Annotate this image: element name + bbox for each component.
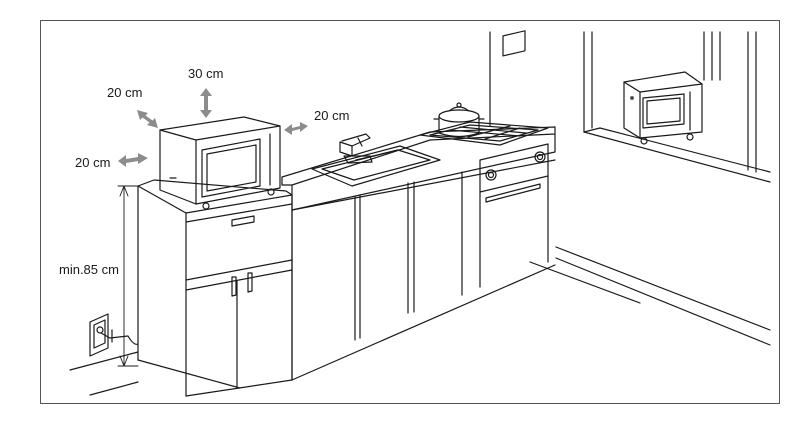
arrow-top-icon bbox=[200, 88, 212, 118]
diagram-frame bbox=[40, 20, 780, 404]
clearance-left-back-label: 20 cm bbox=[107, 85, 143, 100]
room-walls bbox=[69, 31, 771, 396]
arrow-right-icon bbox=[284, 122, 308, 135]
clearance-left-front-label: 20 cm bbox=[75, 155, 111, 170]
arrow-left-back-icon bbox=[137, 110, 158, 128]
window bbox=[583, 31, 771, 183]
cooking-pot bbox=[433, 102, 485, 138]
oven-front bbox=[479, 30, 549, 288]
clearance-arrows bbox=[118, 88, 308, 167]
base-cabinets bbox=[291, 171, 556, 381]
microwave-oven bbox=[159, 116, 281, 210]
microwave-stand-cabinet bbox=[137, 179, 293, 397]
stove bbox=[419, 121, 549, 146]
min-height-label: min.85 cm bbox=[59, 262, 119, 277]
sink bbox=[311, 133, 441, 187]
clearance-right-label: 20 cm bbox=[314, 108, 350, 123]
arrow-left-front-icon bbox=[118, 153, 148, 167]
clearance-top-label: 30 cm bbox=[188, 66, 224, 81]
height-dimension bbox=[117, 185, 139, 367]
small-microwave-on-sill bbox=[623, 71, 703, 145]
power-outlet-icon bbox=[89, 313, 139, 357]
